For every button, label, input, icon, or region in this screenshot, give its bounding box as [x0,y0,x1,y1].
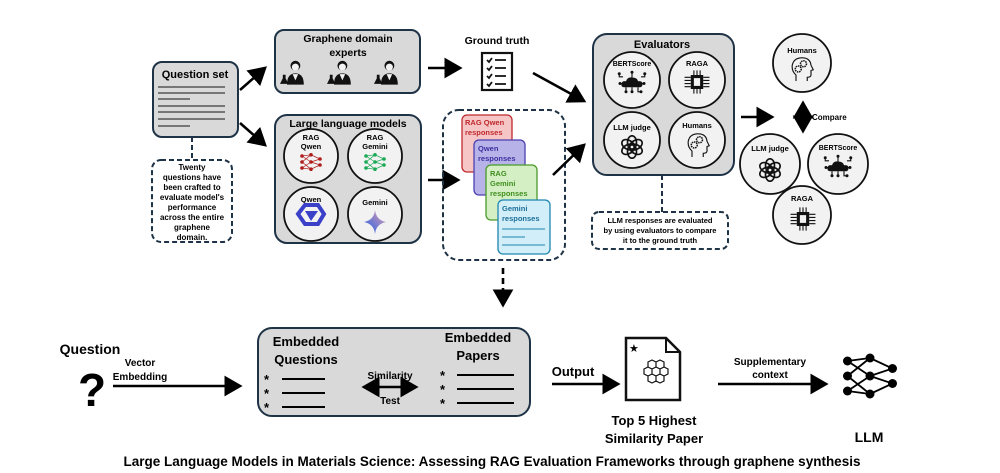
comparison-group: Humans Compare LLM judge BERTScore RAGA [739,33,869,245]
llm-label: LLM [855,429,884,445]
question-label: Question [60,341,121,357]
note-line: questions have [163,173,222,182]
note-line: been crafted to [163,183,220,192]
question-set-note: Twenty questions have been crafted to ev… [151,159,233,243]
llm-card: Large language models RAG Qwen RAG Gemin… [274,114,422,244]
llm-neural-network-icon [841,352,899,400]
evaluators-title: Evaluators [634,39,690,51]
note-line: it to the ground truth [623,236,698,245]
svg-text:*: * [440,382,446,397]
response-label: responses [465,128,503,137]
embedding-list: *** *** [264,368,446,415]
evaluator-label: BERTScore [613,61,652,68]
model-label: RAG [303,133,320,142]
experts-title-line: Graphene domain [303,33,392,45]
gemini-logo-icon [364,210,386,234]
model-rag-qwen: RAG Qwen [283,128,339,184]
svg-text:*: * [264,372,270,387]
llm-card-title: Large language models [289,118,406,130]
note-line: performance [168,203,217,212]
question-mark-icon: ? [78,364,106,416]
response-label: responses [502,214,540,223]
experts-card: Graphene domain experts [274,29,421,94]
note-line: across the entire [160,213,225,222]
test-label: Test [380,396,400,407]
svg-text:*: * [440,396,446,411]
svg-text:★: ★ [629,343,639,355]
output-label: Output [552,364,595,379]
figure-caption: Large Language Models in Materials Scien… [124,454,861,469]
note-line: evaluate model's [160,193,225,202]
arrow-ground-truth-to-evaluators [532,71,587,103]
embedded-papers-label: Embedded [445,330,512,345]
paper-document-icon: ★ [624,336,682,402]
svg-text:*: * [264,400,270,415]
note-line: domain. [177,233,208,242]
model-label: Gemini [362,142,387,151]
embedded-questions-label: Embedded [273,334,340,349]
response-card-gemini: Gemini responses [497,199,551,255]
comparison-label: RAGA [791,194,814,203]
evaluator-label: Humans [682,121,712,130]
comparison-label: Humans [787,46,817,55]
compare-label: Compare [812,113,847,122]
evaluator-label: RAGA [686,59,709,68]
model-label: Qwen [301,195,322,204]
note-line: by using evaluators to compare [604,226,717,235]
arrow-responses-to-evaluators [552,143,586,176]
comparison-label: LLM judge [751,144,789,153]
comparison-label: BERTScore [819,145,858,152]
response-label: Gemini [490,179,515,188]
qwen-logo-icon [295,203,327,226]
supplementary-label: Supplementary [734,357,807,368]
note-line: graphene [174,223,211,232]
supplementary-label: context [752,370,788,381]
response-label: Qwen [478,144,499,153]
evaluators-note: LLM responses are evaluated by using eva… [591,211,729,250]
embedding-label: Embedding [113,372,167,383]
retrieval-pipeline: Question ? Vector Embedding Embedded Que… [60,327,899,446]
arrow-to-experts [239,66,267,91]
response-label: RAG Qwen [465,118,505,127]
embedded-questions-label: Questions [274,352,338,367]
paper-label: Similarity Paper [605,431,703,446]
embedding-space-card: Embedded Questions Embedded Papers *** *… [257,327,531,417]
similarity-label: Similarity [367,371,412,382]
note-line: LLM responses are evaluated [607,216,712,225]
model-label: RAG [367,133,384,142]
svg-text:*: * [440,368,446,383]
note-line: Twenty [179,163,207,172]
embedding-label: Vector [125,358,156,369]
responses-group: RAG Qwen responses Qwen responses RAG Ge… [442,109,566,261]
model-label: Gemini [362,198,387,207]
response-label: RAG [490,169,507,178]
question-set-title: Question set [162,69,229,81]
arrow-to-llms [239,122,267,147]
model-qwen: Qwen [283,186,339,242]
model-rag-gemini: RAG Gemini [347,128,403,184]
paper-label: Top 5 Highest [612,413,698,428]
model-gemini: Gemini [347,186,403,242]
response-label: responses [478,154,516,163]
evaluator-label: LLM judge [613,123,651,132]
ground-truth-label: Ground truth [465,35,530,47]
response-label: Gemini [502,204,527,213]
embedded-papers-label: Papers [456,348,499,363]
model-label: Qwen [301,142,322,151]
checklist-icon [480,51,514,92]
question-set-lines [158,86,225,127]
experts-title-line: experts [329,47,367,59]
evaluators-card: Evaluators BERTScore RAGA LLM judge Huma… [592,33,735,176]
question-set-card: Question set [152,61,239,138]
response-label: responses [490,189,528,198]
svg-text:*: * [264,386,270,401]
